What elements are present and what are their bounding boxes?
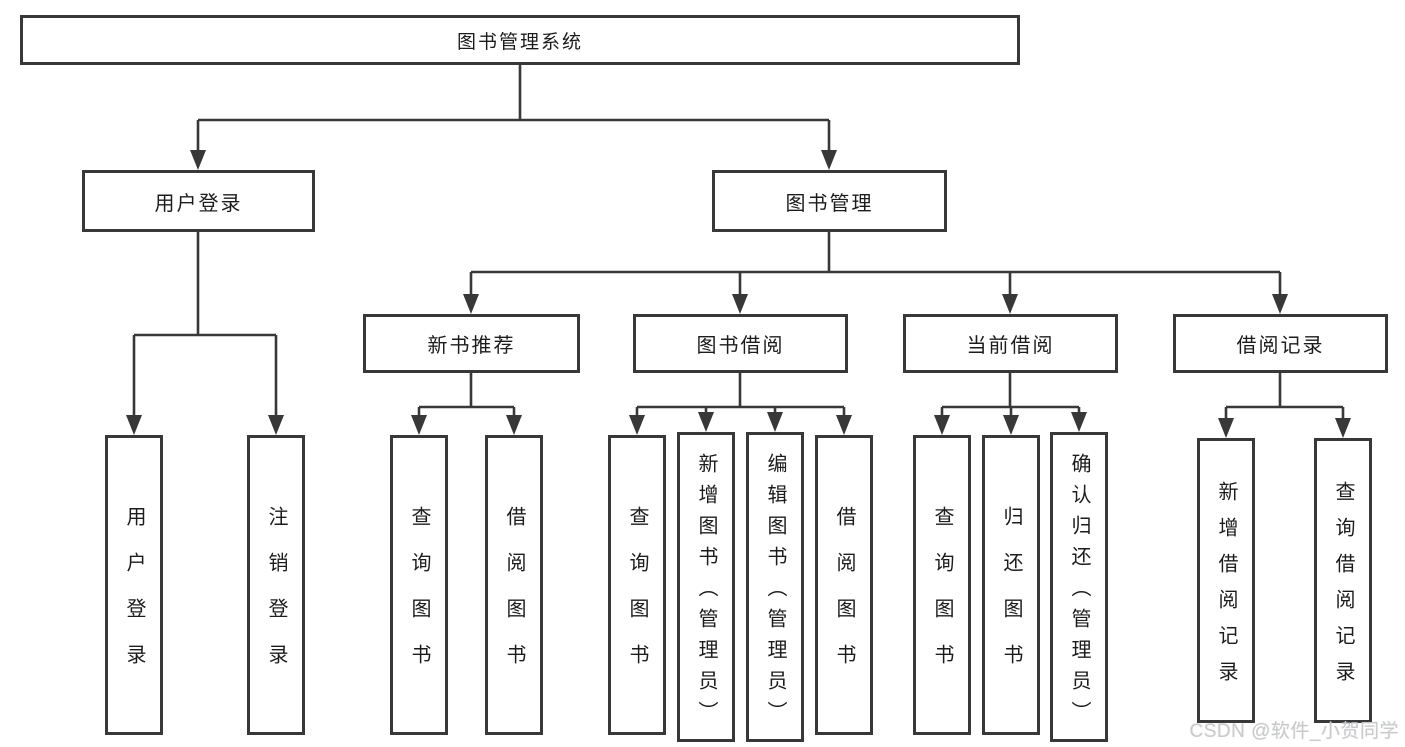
node-book-borrow: 图书借阅 (633, 314, 848, 373)
leaf-label: 新增借阅记录 (1215, 480, 1237, 697)
leaf-user-login: 用户登录 (105, 435, 163, 735)
leaf-label: 确认归还（管理员） (1068, 453, 1090, 732)
node-new-book-recommend: 新书推荐 (363, 314, 580, 373)
csdn-watermark: CSDN @软件_小贺同学 (1189, 721, 1399, 742)
leaf-logout: 注销登录 (247, 435, 305, 735)
node-label: 用户登录 (154, 192, 243, 215)
leaf-label: 注销登录 (265, 506, 287, 690)
arrowhead-icon (268, 415, 284, 435)
edges-root-to-level1 (190, 65, 837, 170)
node-label: 图书管理 (785, 192, 874, 215)
leaf-edit-books-admin: 编辑图书（管理员） (746, 432, 804, 742)
arrowhead-icon (463, 294, 479, 314)
leaf-label: 新增图书（管理员） (695, 453, 717, 732)
node-label: 借阅记录 (1236, 335, 1325, 357)
leaf-label: 查询图书 (408, 506, 430, 690)
edges-user-login-to-leaves (126, 232, 284, 435)
leaf-query-books-recommend: 查询图书 (390, 435, 448, 735)
arrowhead-icon (767, 412, 783, 432)
edges-recommend-to-leaves (411, 373, 522, 435)
edges-current-to-leaves (934, 373, 1087, 435)
node-label: 图书借阅 (696, 335, 785, 357)
node-borrow-records: 借阅记录 (1173, 314, 1388, 373)
arrowhead-icon (190, 150, 206, 170)
arrowhead-icon (1002, 294, 1018, 314)
arrowhead-icon (629, 415, 645, 435)
edges-book-management-to-level2 (463, 232, 1288, 314)
leaf-label: 查询图书 (626, 506, 648, 690)
leaf-query-books-borrow: 查询图书 (608, 435, 666, 735)
arrowhead-icon (698, 412, 714, 432)
arrowhead-icon (1335, 418, 1351, 438)
arrowhead-icon (836, 415, 852, 435)
leaf-borrow-books: 借阅图书 (815, 435, 873, 735)
leaf-label: 借阅图书 (503, 506, 525, 690)
edges-records-to-leaves (1218, 373, 1351, 438)
node-book-management: 图书管理 (712, 170, 947, 232)
arrowhead-icon (506, 415, 522, 435)
arrowhead-icon (821, 150, 837, 170)
leaf-label: 归还图书 (1000, 506, 1022, 690)
leaf-confirm-return-admin: 确认归还（管理员） (1050, 432, 1108, 742)
node-label: 新书推荐 (427, 335, 516, 357)
edges-borrow-to-leaves (629, 373, 852, 435)
arrowhead-icon (1218, 418, 1234, 438)
leaf-query-books-current: 查询图书 (913, 435, 971, 735)
arrowhead-icon (934, 415, 950, 435)
arrowhead-icon (1272, 294, 1288, 314)
node-label: 当前借阅 (966, 335, 1055, 357)
leaf-add-borrow-record: 新增借阅记录 (1197, 438, 1255, 723)
leaf-borrow-books-recommend: 借阅图书 (485, 435, 543, 735)
node-label: 图书管理系统 (456, 31, 583, 53)
leaf-label: 借阅图书 (833, 506, 855, 690)
leaf-query-borrow-record: 查询借阅记录 (1314, 438, 1372, 723)
node-library-management-system: 图书管理系统 (20, 15, 1020, 65)
node-user-login-branch: 用户登录 (82, 170, 315, 232)
arrowhead-icon (126, 415, 142, 435)
leaf-label: 查询借阅记录 (1332, 480, 1354, 697)
arrowhead-icon (411, 415, 427, 435)
leaf-label: 用户登录 (123, 506, 145, 690)
leaf-label: 编辑图书（管理员） (764, 453, 786, 732)
arrowhead-icon (1003, 415, 1019, 435)
leaf-return-books: 归还图书 (982, 435, 1040, 735)
leaf-label: 查询图书 (931, 506, 953, 690)
node-current-borrow: 当前借阅 (903, 314, 1118, 373)
arrowhead-icon (732, 294, 748, 314)
leaf-add-books-admin: 新增图书（管理员） (677, 432, 735, 742)
arrowhead-icon (1071, 412, 1087, 432)
